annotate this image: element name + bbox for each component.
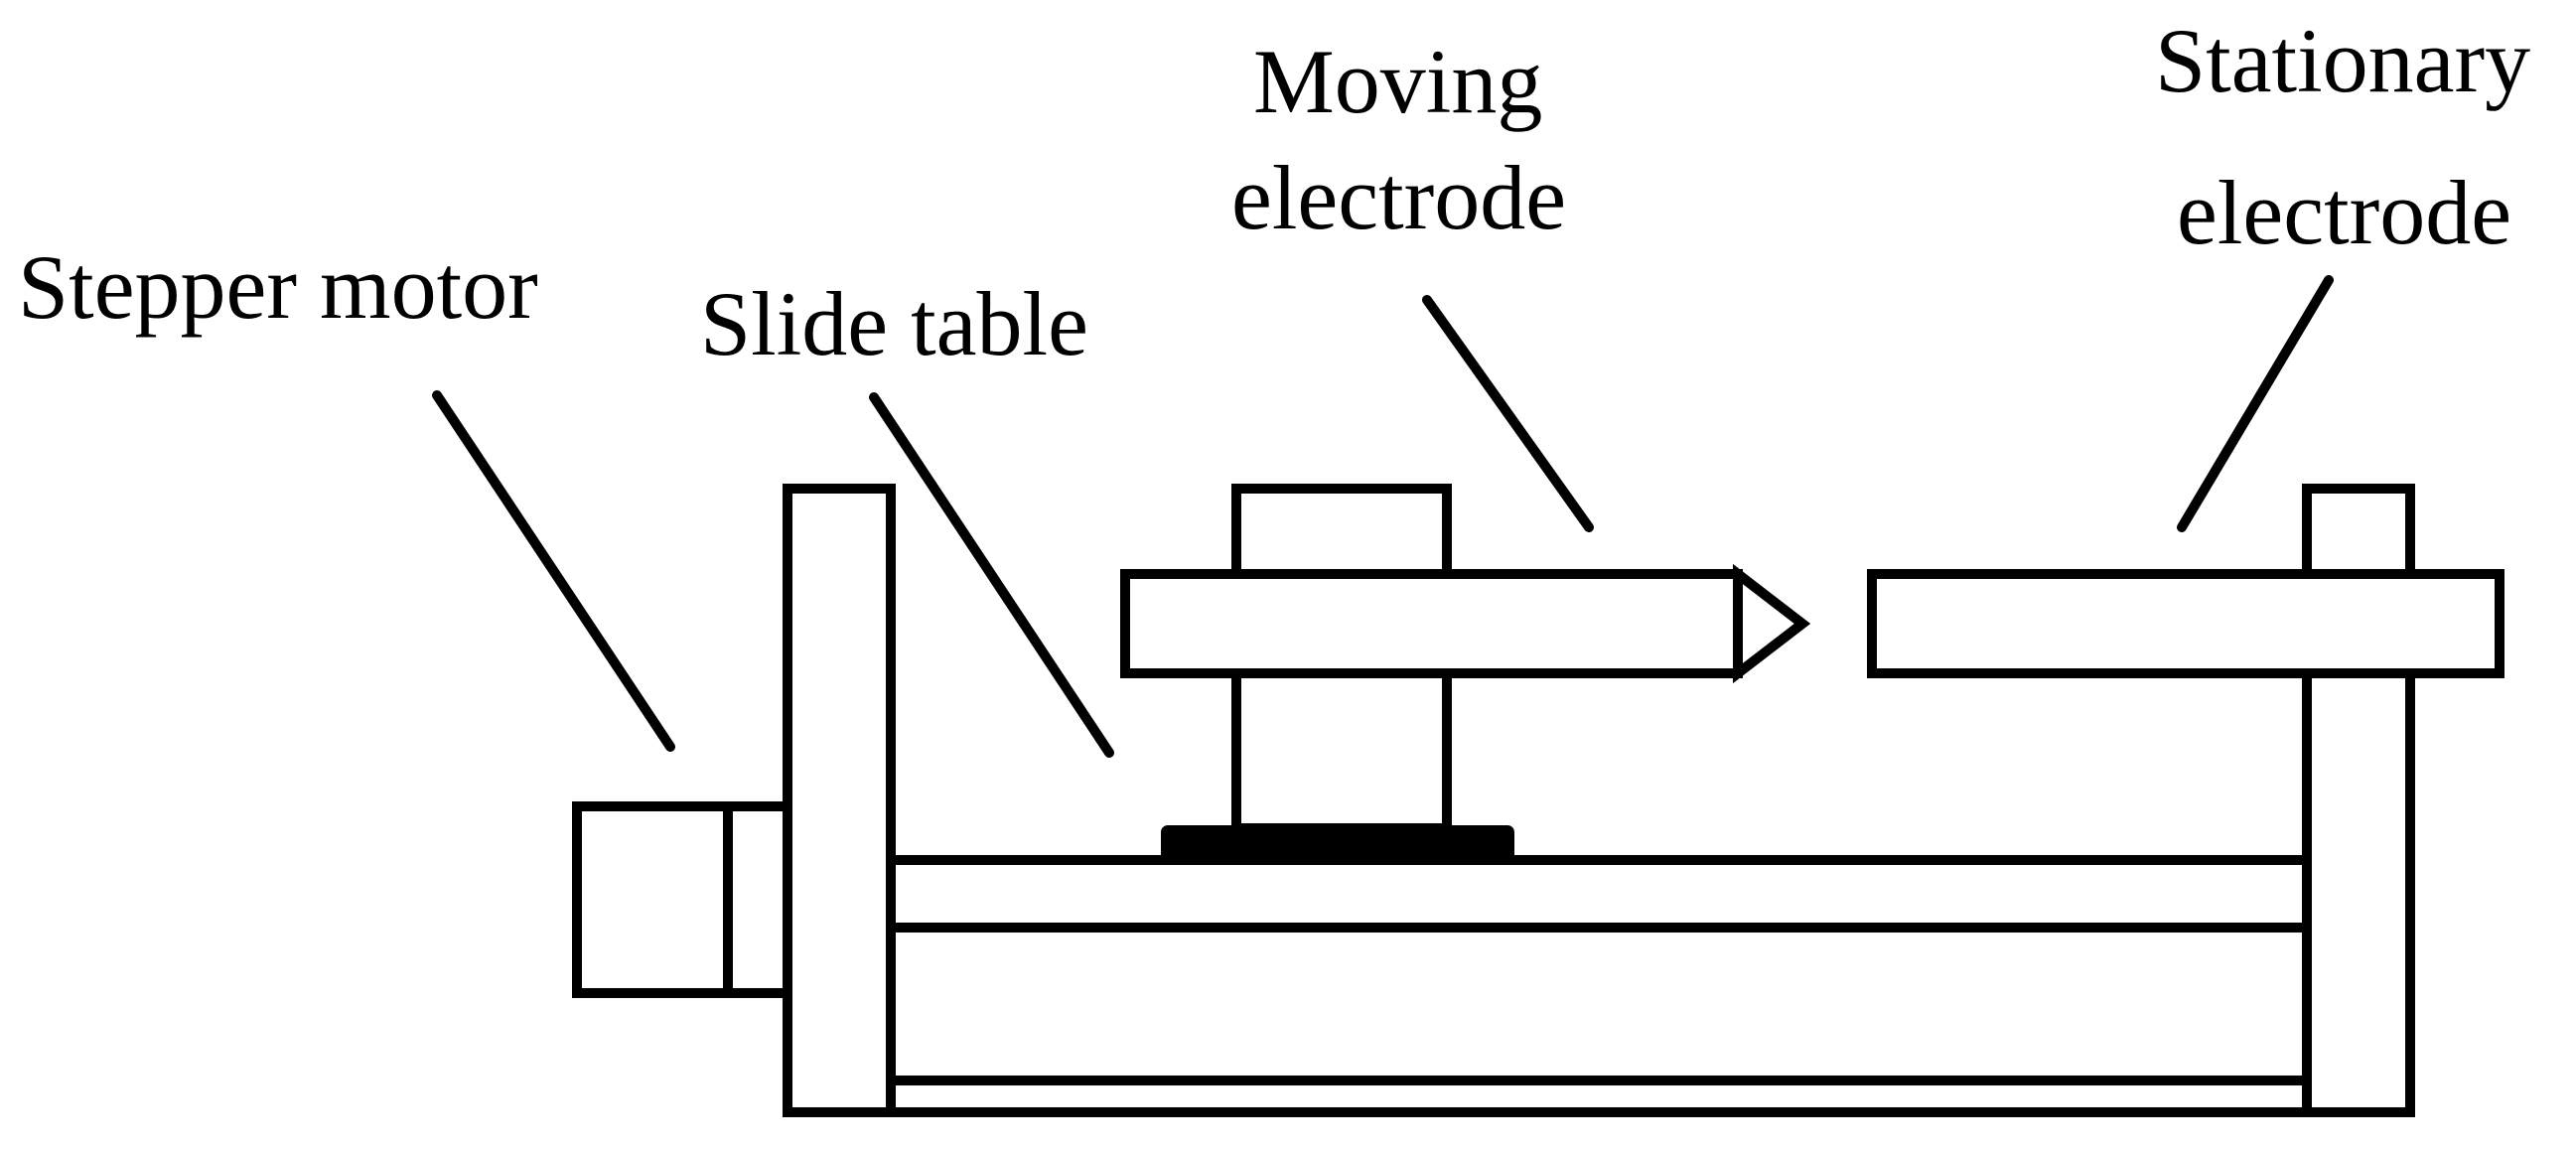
moving-electrode-tip	[1733, 563, 1811, 684]
left-support-plate	[783, 484, 896, 1117]
carriage-upper-block	[1231, 484, 1452, 579]
moving-electrode-rod	[1120, 569, 1743, 678]
base-rail-frame	[886, 855, 2312, 1117]
stepper-motor-label: Stepper motor	[18, 236, 538, 338]
moving-electrode-leader-line	[1422, 295, 1594, 532]
stationary-electrode-rod	[1867, 569, 2504, 678]
slide-table-label: Slide table	[700, 273, 1088, 374]
stepper-motor-leader-line	[432, 390, 675, 752]
moving-electrode-label-line2: electrode	[1231, 147, 1566, 248]
carriage-lower-column	[1231, 668, 1452, 833]
stationary-electrode-label-line1: Stationary	[2155, 10, 2530, 111]
slide-table-leader-line	[869, 392, 1114, 758]
stationary-electrode-label-line2: electrode	[2177, 162, 2511, 263]
stationary-electrode-leader-line	[2177, 275, 2334, 532]
moving-electrode-label-line1: Moving	[1253, 31, 1542, 132]
stepper-motor-body	[572, 801, 792, 998]
